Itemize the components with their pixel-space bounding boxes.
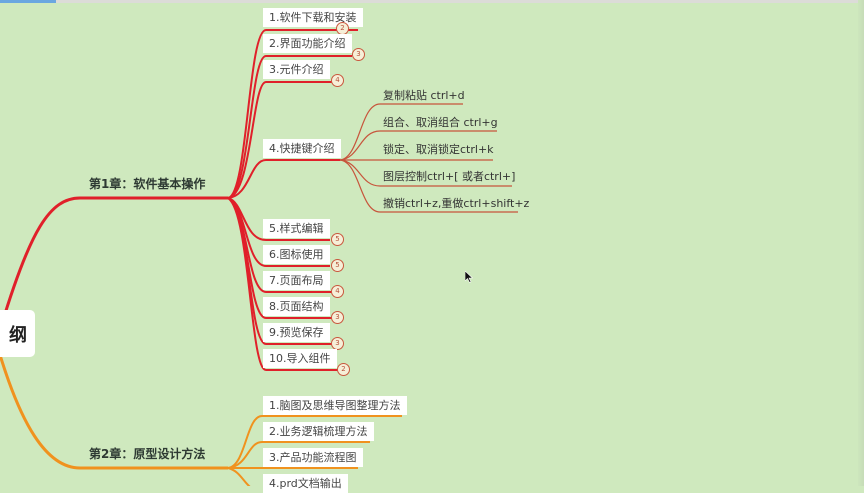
topic-node[interactable]: 3.元件介绍 bbox=[263, 60, 330, 79]
count-badge[interactable]: 3 bbox=[331, 337, 344, 350]
count-badge[interactable]: 2 bbox=[337, 363, 350, 376]
top-bar bbox=[0, 0, 864, 3]
leaf-node[interactable]: 图层控制ctrl+[ 或者ctrl+] bbox=[383, 170, 516, 183]
chapter-2-node[interactable]: 第2章：原型设计方法 bbox=[89, 447, 206, 461]
count-badge[interactable]: 4 bbox=[331, 285, 344, 298]
leaf-node[interactable]: 锁定、取消锁定ctrl+k bbox=[383, 143, 494, 156]
topic-node[interactable]: 6.图标使用 bbox=[263, 245, 330, 264]
leaf-node[interactable]: 复制粘贴 ctrl+d bbox=[383, 89, 465, 102]
count-badge[interactable]: 3 bbox=[352, 48, 365, 61]
right-edge-scrollbar[interactable] bbox=[858, 0, 864, 486]
topic-node[interactable]: 2.界面功能介绍 bbox=[263, 34, 352, 53]
count-badge[interactable]: 3 bbox=[331, 311, 344, 324]
root-node[interactable]: 纲 bbox=[0, 310, 35, 357]
topic-node[interactable]: 2.业务逻辑梳理方法 bbox=[263, 422, 374, 441]
topic-node[interactable]: 1.软件下载和安装 bbox=[263, 8, 363, 27]
count-badge[interactable]: 4 bbox=[331, 74, 344, 87]
topic-node[interactable]: 8.页面结构 bbox=[263, 297, 330, 316]
topic-node[interactable]: 9.预览保存 bbox=[263, 323, 330, 342]
chapter-1-node[interactable]: 第1章：软件基本操作 bbox=[89, 177, 206, 191]
count-badge[interactable]: 5 bbox=[331, 259, 344, 272]
topic-node[interactable]: 4.prd文档输出 bbox=[263, 474, 348, 493]
top-bar-accent bbox=[0, 0, 56, 3]
topic-node-shortcuts[interactable]: 4.快捷键介绍 bbox=[263, 139, 341, 158]
count-badge[interactable]: 5 bbox=[331, 233, 344, 246]
leaf-node[interactable]: 组合、取消组合 ctrl+g bbox=[383, 116, 498, 129]
leaf-node[interactable]: 撤销ctrl+z,重做ctrl+shift+z bbox=[383, 197, 530, 210]
topic-node[interactable]: 7.页面布局 bbox=[263, 271, 330, 290]
topic-node[interactable]: 5.样式编辑 bbox=[263, 219, 330, 238]
mouse-cursor-icon bbox=[465, 271, 473, 283]
topic-node[interactable]: 10.导入组件 bbox=[263, 349, 337, 368]
topic-node[interactable]: 1.脑图及思维导图整理方法 bbox=[263, 396, 407, 415]
root-node-label: 纲 bbox=[9, 324, 27, 346]
topic-node[interactable]: 3.产品功能流程图 bbox=[263, 448, 363, 467]
